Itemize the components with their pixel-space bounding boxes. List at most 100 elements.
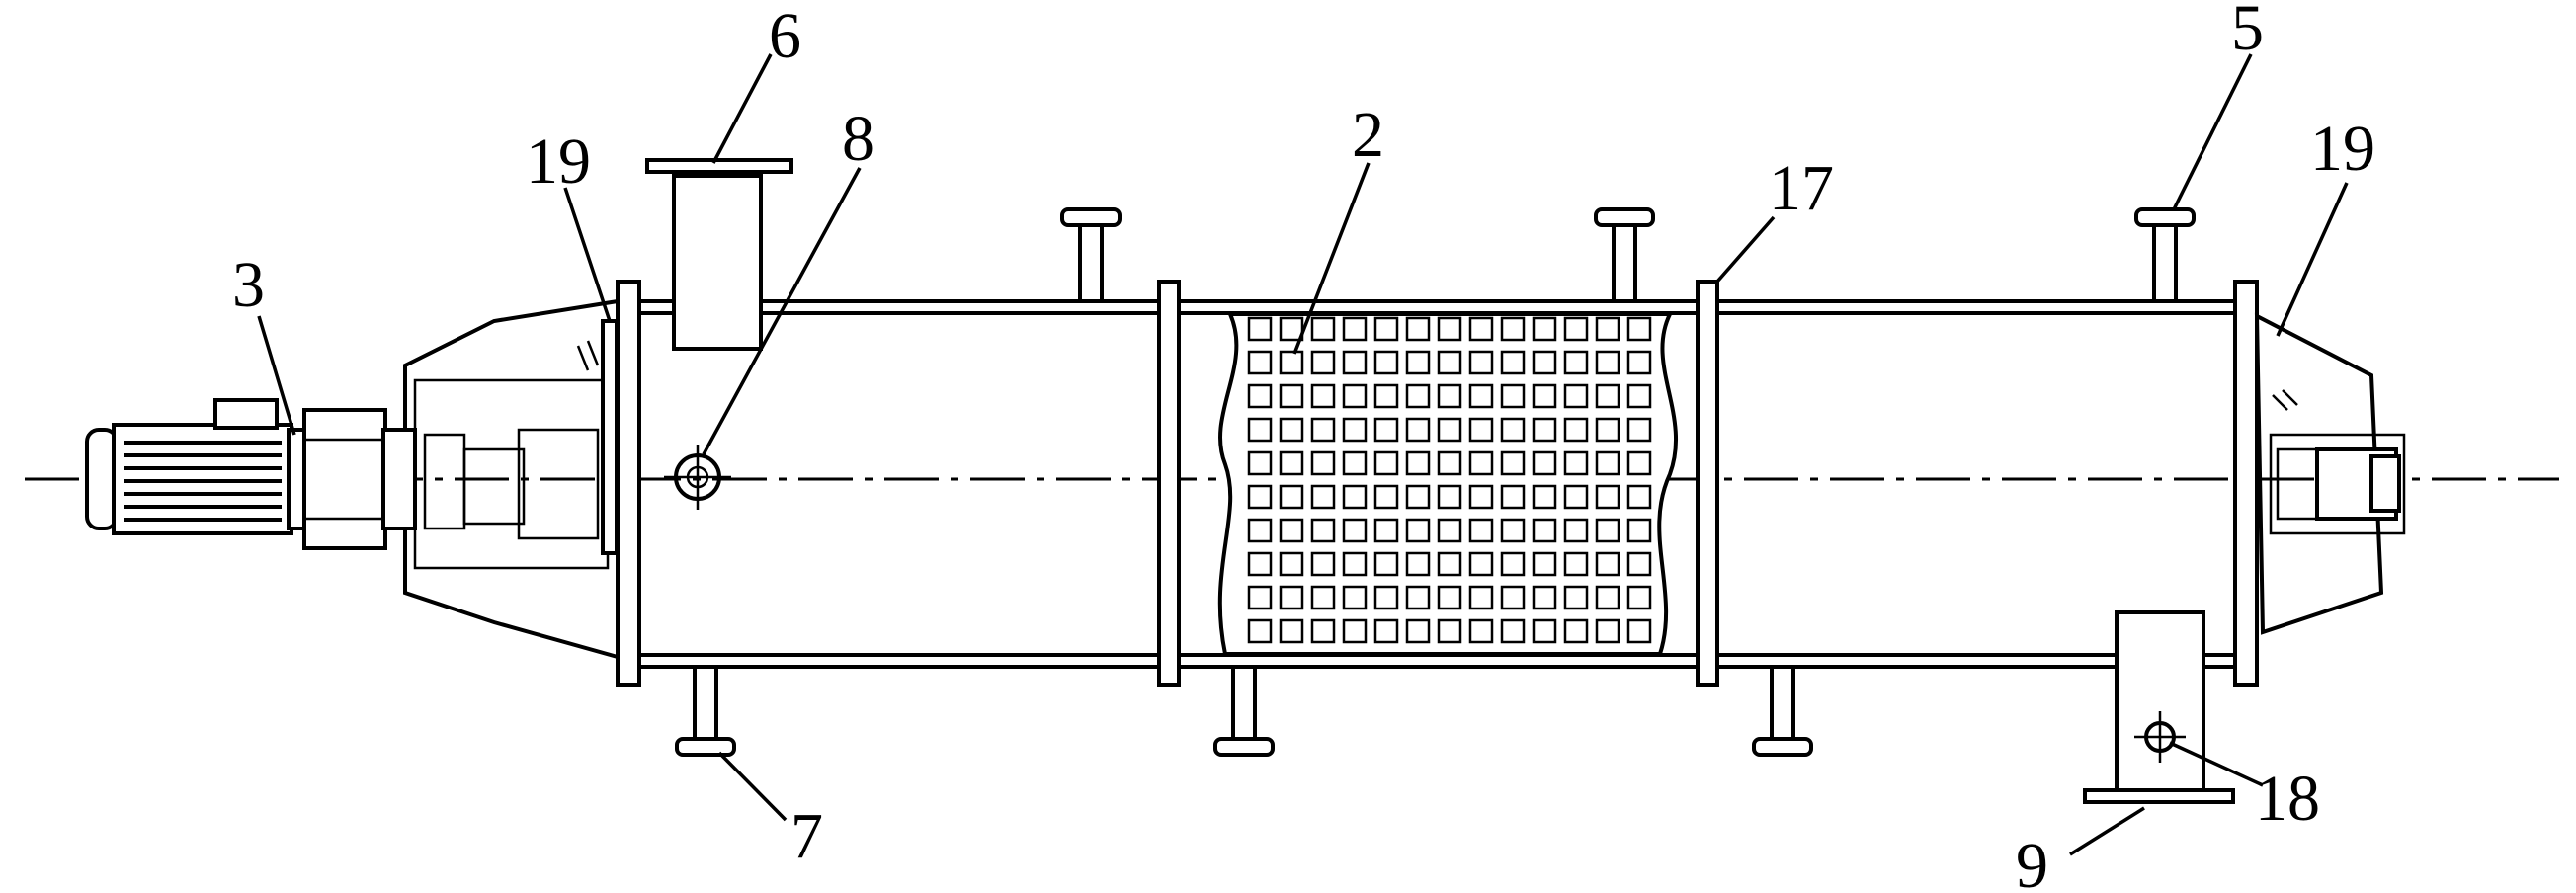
grid-cell bbox=[1468, 316, 1494, 342]
grid-cell bbox=[1468, 450, 1494, 476]
grid-cell bbox=[1532, 417, 1557, 443]
grid-cell bbox=[1405, 484, 1431, 510]
grid-cell bbox=[1437, 518, 1462, 543]
grid-cell bbox=[1405, 518, 1431, 543]
grid-cell bbox=[1342, 484, 1368, 510]
right-end-housing bbox=[2254, 312, 2406, 635]
grid-cell bbox=[1595, 484, 1620, 510]
grid-cell bbox=[1595, 551, 1620, 577]
grid-cell bbox=[1342, 417, 1368, 443]
grid-cell bbox=[1342, 618, 1368, 644]
grid-cell bbox=[1468, 350, 1494, 375]
grid-cell bbox=[1279, 585, 1304, 610]
grid-cell bbox=[1595, 417, 1620, 443]
bottom-nozzles bbox=[675, 665, 1813, 757]
grid-cell bbox=[1437, 585, 1462, 610]
grid-cell bbox=[1626, 518, 1652, 543]
grid-cell bbox=[1468, 518, 1494, 543]
grid-cell bbox=[1563, 518, 1589, 543]
shell-flanges bbox=[616, 280, 2259, 687]
grid-cell bbox=[1310, 383, 1336, 409]
grid-cell bbox=[1532, 618, 1557, 644]
grid-cell bbox=[1310, 350, 1336, 375]
grid-cell bbox=[1310, 417, 1336, 443]
grid-cell bbox=[1405, 450, 1431, 476]
grid-cell bbox=[1532, 585, 1557, 610]
grid-cell bbox=[1626, 350, 1652, 375]
grid-cell bbox=[1405, 350, 1431, 375]
grid-cell bbox=[1595, 618, 1620, 644]
grid-cell bbox=[1342, 383, 1368, 409]
grid-cell bbox=[1437, 618, 1462, 644]
grid-cell bbox=[1373, 551, 1399, 577]
grid-cell bbox=[1563, 585, 1589, 610]
grid-cell bbox=[1468, 484, 1494, 510]
grid-cell bbox=[1373, 450, 1399, 476]
grid-cell bbox=[1373, 316, 1399, 342]
port-8 bbox=[664, 445, 731, 510]
grid-cell bbox=[1532, 551, 1557, 577]
grid-cell bbox=[1595, 383, 1620, 409]
grid-cell bbox=[1500, 518, 1526, 543]
grid-cell bbox=[1405, 618, 1431, 644]
inlet-6 bbox=[645, 158, 793, 351]
grid-cell bbox=[1563, 417, 1589, 443]
grid-cell bbox=[1310, 316, 1336, 342]
motor-fins bbox=[124, 441, 282, 522]
grid-cell bbox=[1500, 484, 1526, 510]
grid-cell bbox=[1563, 551, 1589, 577]
leader-9 bbox=[2069, 806, 2145, 856]
grid-cell bbox=[1563, 450, 1589, 476]
grid-cell bbox=[1373, 518, 1399, 543]
motor-3 bbox=[85, 398, 417, 550]
grid-cell bbox=[1595, 316, 1620, 342]
label-9: 9 bbox=[2016, 830, 2048, 893]
grid-cell bbox=[1595, 585, 1620, 610]
grid-cell bbox=[1373, 383, 1399, 409]
grid-cell bbox=[1310, 618, 1336, 644]
grid-cell bbox=[1500, 450, 1526, 476]
leader-18 bbox=[2169, 741, 2264, 787]
grid-cell bbox=[1532, 350, 1557, 375]
grid-cell bbox=[1563, 618, 1589, 644]
grid-cell bbox=[1626, 484, 1652, 510]
grid-cell bbox=[1563, 316, 1589, 342]
label-19-left: 19 bbox=[526, 125, 591, 198]
grid-cell bbox=[1310, 551, 1336, 577]
grid-cell bbox=[1563, 484, 1589, 510]
grid-cell bbox=[1626, 417, 1652, 443]
grid-cell bbox=[1532, 484, 1557, 510]
grid-cell bbox=[1437, 551, 1462, 577]
grid-cell bbox=[1468, 383, 1494, 409]
leader-7 bbox=[717, 751, 788, 822]
grid-cell bbox=[1247, 618, 1273, 644]
grid-cell bbox=[1247, 585, 1273, 610]
grid-cell bbox=[1500, 417, 1526, 443]
grid-cell bbox=[1437, 383, 1462, 409]
grid-cell bbox=[1532, 316, 1557, 342]
grid-cell bbox=[1247, 417, 1273, 443]
label-8: 8 bbox=[842, 103, 874, 175]
grid-cell bbox=[1405, 316, 1431, 342]
grid-cell bbox=[1342, 585, 1368, 610]
grid-cell bbox=[1342, 316, 1368, 342]
grid-cell bbox=[1500, 585, 1526, 610]
label-7: 7 bbox=[790, 800, 823, 872]
grid-cell bbox=[1279, 383, 1304, 409]
grid-cell bbox=[1373, 618, 1399, 644]
grid-cell bbox=[1500, 551, 1526, 577]
label-19-right: 19 bbox=[2310, 113, 2375, 185]
grid-cell bbox=[1626, 585, 1652, 610]
grid-cell bbox=[1500, 618, 1526, 644]
top-nozzles bbox=[1060, 207, 2196, 303]
label-5: 5 bbox=[2231, 0, 2264, 64]
grid-cell bbox=[1500, 383, 1526, 409]
support-9 bbox=[2083, 610, 2235, 804]
grid-cell bbox=[1563, 350, 1589, 375]
grid-cell bbox=[1595, 450, 1620, 476]
grid-cell bbox=[1626, 551, 1652, 577]
grid-cell bbox=[1247, 383, 1273, 409]
leader-2 bbox=[1292, 162, 1371, 355]
grid-cell bbox=[1310, 450, 1336, 476]
